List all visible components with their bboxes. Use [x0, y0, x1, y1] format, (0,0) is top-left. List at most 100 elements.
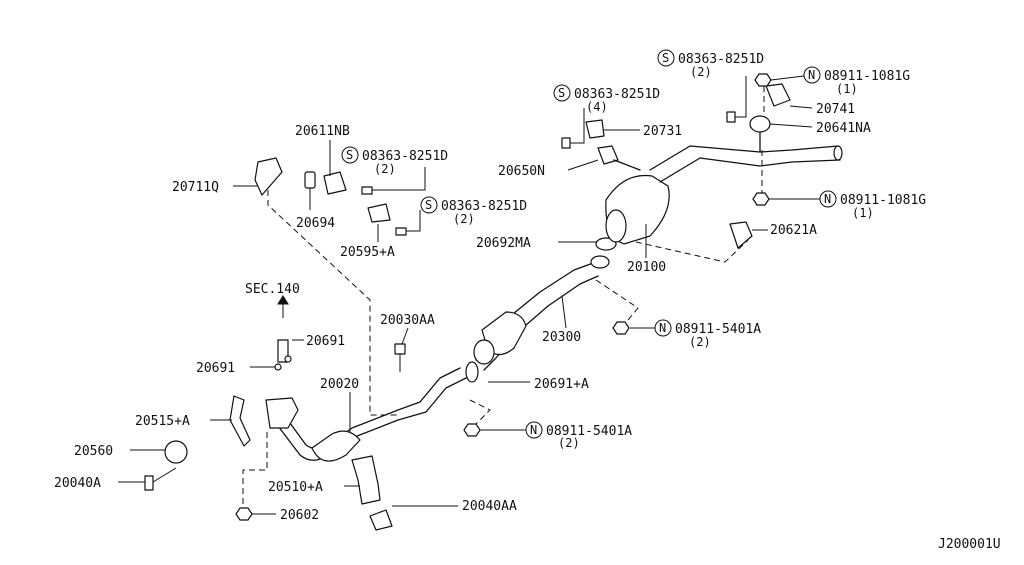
bracket-20611nb-part: [323, 171, 347, 195]
label-20694: 20694: [296, 216, 335, 231]
washer-20691-part: [274, 363, 282, 371]
tailpipe-tip: [833, 145, 843, 161]
label-08911-5401a-up-qty: (2): [689, 335, 711, 349]
label-08363-d-qty: (2): [690, 65, 712, 79]
center-pipe-inlet: [473, 339, 495, 365]
label-20650n: 20650N: [498, 164, 545, 179]
label-20300: 20300: [542, 330, 581, 345]
rubber-20694-part: [304, 171, 316, 189]
label-08363-d: 08363-8251D: [678, 52, 764, 67]
arrow-up-icon: [277, 295, 289, 305]
label-20020: 20020: [320, 377, 359, 392]
screw-symbol-d: S: [657, 49, 675, 67]
svg-text:S: S: [346, 148, 353, 162]
label-20692ma: 20692MA: [476, 236, 531, 251]
muffler-end-cap: [605, 209, 627, 243]
label-08363-a-qty: (2): [374, 162, 396, 176]
center-pipe-outlet-flange: [590, 255, 610, 269]
label-08911-1081g-low-qty: (1): [852, 206, 874, 220]
label-08363-b-qty: (2): [453, 212, 475, 226]
bolt-s-a-part: [361, 186, 373, 195]
nut-08911-1081g-up-part: [754, 73, 772, 87]
label-08911-5401a-low: 08911-5401A: [546, 424, 632, 439]
nut-08911-5401a-low-part: [463, 423, 481, 437]
nut-symbol-1081g-low: N: [819, 190, 837, 208]
bracket-20595a-part: [367, 203, 391, 223]
nut-symbol-1081g-up: N: [803, 66, 821, 84]
label-20691a: 20691+A: [534, 377, 589, 392]
nut-20602-part: [235, 507, 253, 521]
label-20595a: 20595+A: [340, 245, 395, 260]
washer-20691-r-part: [284, 355, 292, 363]
label-08911-1081g-low: 08911-1081G: [840, 193, 926, 208]
nut-08911-1081g-low-part: [752, 192, 770, 206]
label-20711q: 20711Q: [172, 180, 219, 195]
svg-text:N: N: [808, 68, 815, 82]
label-20731: 20731: [643, 124, 682, 139]
nut-symbol-5401a-up: N: [654, 319, 672, 337]
hardware-parts: [144, 73, 791, 531]
nut-symbol-5401a-low: N: [525, 421, 543, 439]
label-20641na: 20641NA: [816, 121, 871, 136]
bracket-20731-part: [585, 119, 605, 139]
diagram-code: J200001U: [938, 537, 1001, 552]
label-20040aa: 20040AA: [462, 499, 517, 514]
label-20100: 20100: [627, 260, 666, 275]
label-20510a: 20510+A: [268, 480, 323, 495]
bracket-20741-part: [765, 83, 791, 107]
front-flange-part: [265, 397, 299, 429]
label-20621a: 20621A: [770, 223, 817, 238]
mount-20641na-part: [749, 115, 771, 133]
bolt-s-b-part: [395, 227, 407, 236]
screw-symbol-b: S: [420, 196, 438, 214]
clamp-20560-part: [164, 440, 188, 464]
label-20560: 20560: [74, 444, 113, 459]
svg-text:N: N: [824, 192, 831, 206]
leader-lines: [118, 75, 820, 515]
bolt-s-d-part: [726, 111, 736, 123]
label-20030aa: 20030AA: [380, 313, 435, 328]
label-08911-1081g-up-qty: (1): [836, 82, 858, 96]
label-20691-right: 20691: [306, 334, 345, 349]
label-08363-b: 08363-8251D: [441, 199, 527, 214]
label-20602: 20602: [280, 508, 319, 523]
mount-20650n-part: [597, 145, 619, 165]
shield-20515a-part: [229, 395, 251, 447]
label-20611nb: 20611NB: [295, 124, 350, 139]
svg-text:S: S: [425, 198, 432, 212]
label-08911-5401a-low-qty: (2): [558, 436, 580, 450]
part-labels: 20711Q 20611NB 08363-8251D (2) 20694 083…: [54, 52, 1001, 552]
bracket-20510a-part: [351, 455, 381, 505]
svg-text:S: S: [662, 51, 669, 65]
bolt-20040a-part: [144, 475, 154, 491]
label-20691-left: 20691: [196, 361, 235, 376]
label-08363-c-qty: (4): [586, 100, 608, 114]
svg-text:N: N: [659, 321, 666, 335]
label-20741: 20741: [816, 102, 855, 117]
svg-text:N: N: [530, 423, 537, 437]
insulator-20621a-part: [729, 221, 753, 249]
label-08911-5401a-up: 08911-5401A: [675, 322, 761, 337]
bracket-20711q-part: [254, 157, 283, 196]
nut-08911-5401a-up-part: [612, 321, 630, 335]
bolt-s-c-part: [561, 137, 571, 149]
bolt-20040aa-part: [369, 509, 393, 531]
label-08363-a: 08363-8251D: [362, 149, 448, 164]
gasket-20692ma-part: [595, 237, 617, 251]
label-08363-c: 08363-8251D: [574, 87, 660, 102]
dashed-guide-lines: [242, 76, 765, 510]
label-08911-1081g-up: 08911-1081G: [824, 69, 910, 84]
gasket-ring-part: [465, 361, 479, 383]
label-20040a: 20040A: [54, 476, 101, 491]
catalyst-section: [311, 430, 361, 462]
label-sec140: SEC.140: [245, 282, 300, 297]
exhaust-pipe-assembly: [265, 145, 843, 462]
bolt-20030aa-part: [394, 343, 406, 355]
screw-symbol-a: S: [341, 146, 359, 164]
screw-symbol-c: S: [553, 84, 571, 102]
label-20515a: 20515+A: [135, 414, 190, 429]
symbol-markers: S S S S N N N N: [341, 49, 837, 439]
svg-text:S: S: [558, 86, 565, 100]
